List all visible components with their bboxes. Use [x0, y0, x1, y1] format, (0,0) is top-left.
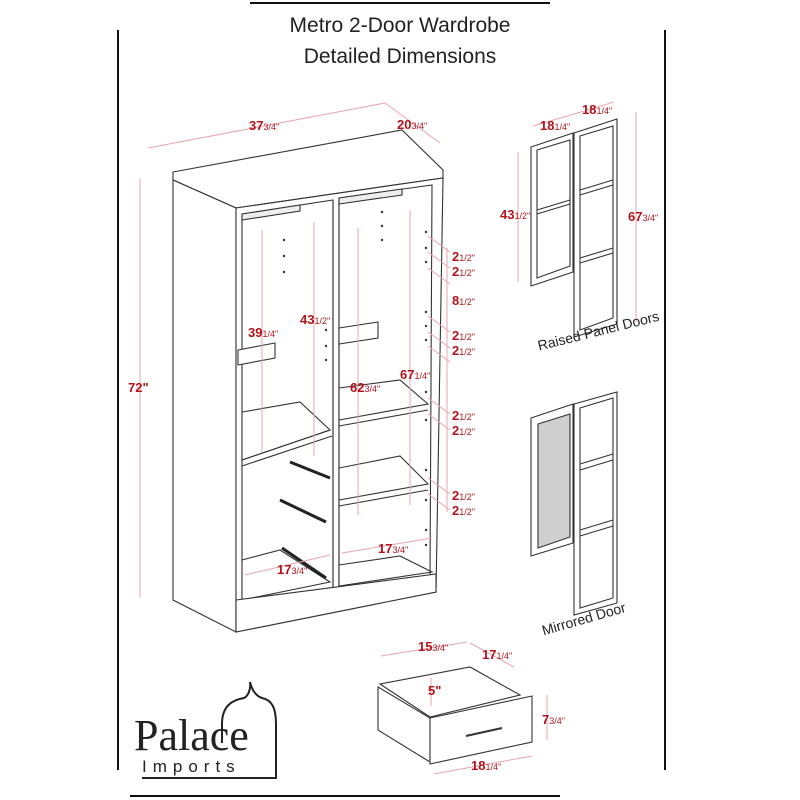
drawer-front-width-label: 181/4"	[471, 758, 502, 773]
drawer-inner-height-label: 5"	[428, 683, 442, 698]
left-inner-height-label: 431/2"	[300, 312, 331, 327]
drawer-inner-width-label: 153/4"	[418, 639, 449, 654]
raised-panel-doors-drawing	[530, 118, 618, 338]
shelf-spacing-label: 21/2"	[452, 249, 475, 264]
right-hanging-height-label: 623/4"	[350, 380, 381, 395]
drawer-front-height-label: 73/4"	[542, 712, 565, 727]
wardrobe-dimension-lines	[139, 102, 451, 598]
wardrobe-drawing	[172, 129, 444, 633]
frame-lines	[117, 2, 666, 797]
shelf-spacing-label: 21/2"	[452, 408, 475, 423]
wardrobe-depth-label: 203/4"	[397, 117, 428, 132]
right-inner-height-label: 671/4"	[400, 367, 431, 382]
mirrored-door-drawing	[530, 391, 618, 616]
wardrobe-width-label: 373/4"	[249, 118, 280, 133]
logo-subtitle: Imports	[142, 757, 241, 776]
raised-door-right-width-label: 181/4"	[582, 102, 613, 117]
left-bottom-width-label: 173/4"	[277, 562, 308, 577]
shelf-spacing-label: 21/2"	[452, 503, 475, 518]
shelf-spacing-label: 21/2"	[452, 488, 475, 503]
shelf-spacing-label: 81/2"	[452, 293, 475, 308]
right-bottom-width-label: 173/4"	[378, 541, 409, 556]
shelf-spacing-label: 21/2"	[452, 423, 475, 438]
raised-door-tall-height-label: 673/4"	[628, 209, 659, 224]
drawer-dimension-lines	[380, 641, 548, 775]
shelf-spacing-label: 21/2"	[452, 264, 475, 279]
shelf-spacing-label: 21/2"	[452, 328, 475, 343]
title-line-2: Detailed Dimensions	[303, 45, 497, 68]
raised-door-short-height-label: 431/2"	[500, 207, 531, 222]
raised-door-left-width-label: 181/4"	[540, 118, 571, 133]
logo-name: Palace	[134, 711, 249, 760]
drawer-depth-label: 171/4"	[482, 647, 513, 662]
title-line-1: Metro 2-Door Wardrobe	[289, 14, 511, 37]
left-hanging-height-label: 391/4"	[248, 325, 279, 340]
raised-panel-dimension-lines	[517, 101, 637, 322]
shelf-spacing-label: 21/2"	[452, 343, 475, 358]
wardrobe-height-label: 72"	[128, 380, 149, 395]
palace-imports-logo-dome	[142, 681, 277, 779]
drawer-drawing	[377, 666, 533, 765]
